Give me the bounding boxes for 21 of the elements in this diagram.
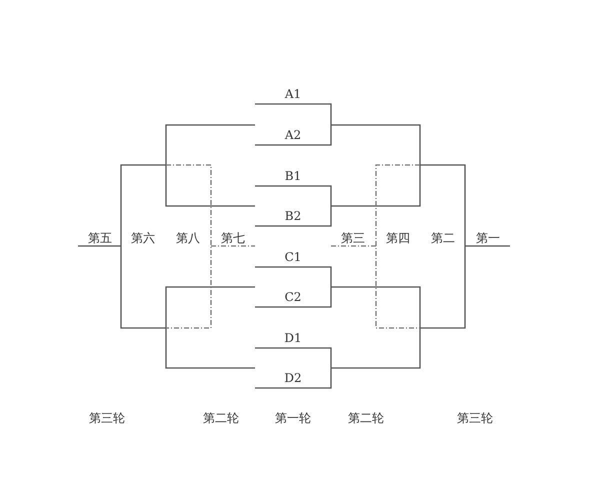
round-label: 第一: [476, 232, 500, 244]
slot-label: C1: [284, 251, 302, 263]
round-label: 第五: [88, 232, 112, 244]
slot-label: A1: [284, 88, 302, 100]
slot-label: B2: [284, 210, 302, 222]
round-label: 第八: [176, 232, 200, 244]
round-label: 第二: [431, 232, 455, 244]
round-caption: 第二轮: [203, 412, 239, 424]
round-caption: 第二轮: [348, 412, 384, 424]
round-label: 第四: [386, 232, 410, 244]
slot-label: A2: [284, 129, 302, 141]
round-label: 第六: [131, 232, 155, 244]
slot-label: C2: [284, 291, 302, 303]
round-label: 第三: [341, 232, 365, 244]
slot-label: D2: [284, 372, 302, 384]
round-caption: 第一轮: [275, 412, 311, 424]
round-caption: 第三轮: [457, 412, 493, 424]
round-label: 第七: [221, 232, 245, 244]
slot-label: D1: [284, 332, 302, 344]
round-caption: 第三轮: [89, 412, 125, 424]
slot-label: B1: [284, 170, 302, 182]
